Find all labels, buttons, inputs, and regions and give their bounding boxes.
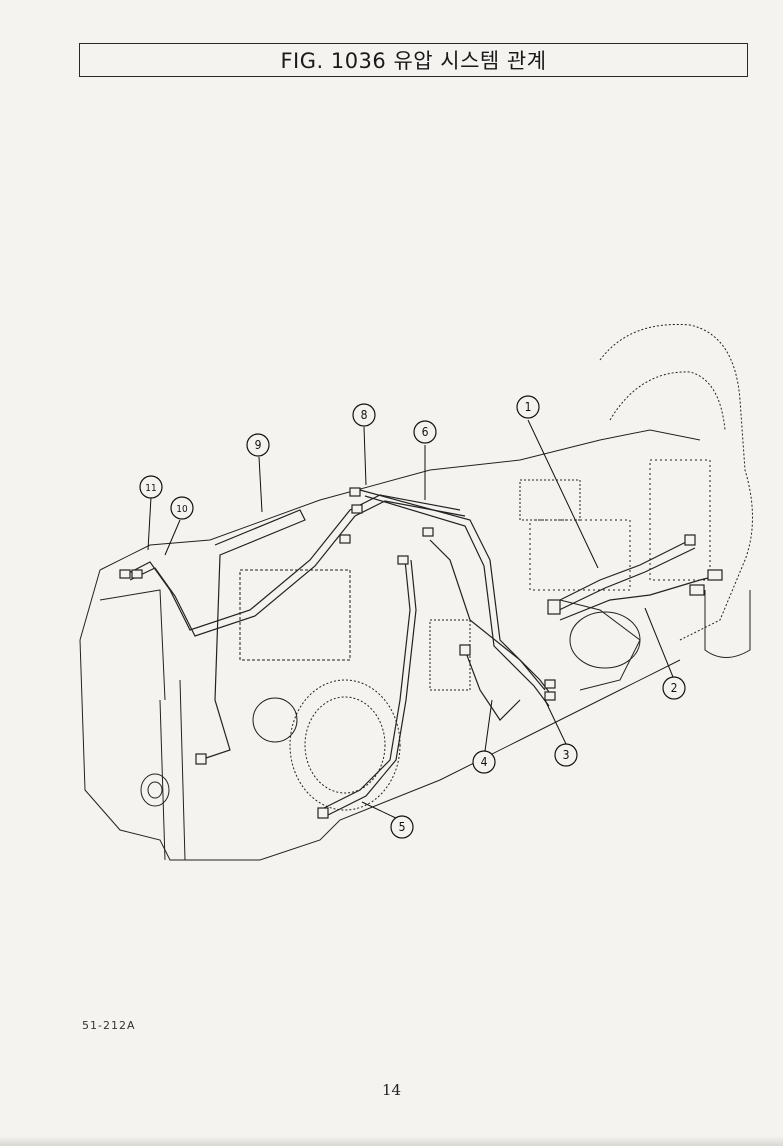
callout-5: 5	[390, 815, 414, 839]
document-code: 51-212A	[82, 1019, 136, 1032]
callout-3-label: 3	[563, 748, 570, 762]
callout-3: 3	[554, 743, 578, 767]
callout-4-label: 4	[481, 755, 488, 769]
callout-1-label: 1	[525, 400, 532, 414]
transmission-housing	[79, 323, 753, 861]
callout-5-label: 5	[399, 820, 406, 834]
hydraulic-pipes	[119, 487, 723, 819]
callout-9-label: 9	[255, 438, 262, 452]
callout-1: 1	[516, 395, 540, 419]
callout-11-label: 11	[145, 483, 156, 494]
callout-2: 2	[662, 676, 686, 700]
callout-8: 8	[352, 403, 376, 427]
callout-4: 4	[472, 750, 496, 774]
callout-8-label: 8	[361, 408, 368, 422]
callout-10: 10	[170, 496, 194, 520]
figure-title: FIG. 1036 유압 시스템 관계	[280, 49, 547, 73]
callout-2-label: 2	[671, 681, 678, 695]
callout-6-label: 6	[422, 425, 429, 439]
callout-6: 6	[413, 420, 437, 444]
callout-10-label: 10	[176, 504, 188, 515]
leader-lines	[147, 419, 674, 821]
callout-9: 9	[246, 433, 270, 457]
callout-11: 11	[139, 475, 163, 499]
page-number: 14	[381, 1081, 402, 1099]
figure-title-box: FIG. 1036 유압 시스템 관계	[79, 43, 748, 77]
scan-edge-shadow	[0, 1136, 783, 1146]
